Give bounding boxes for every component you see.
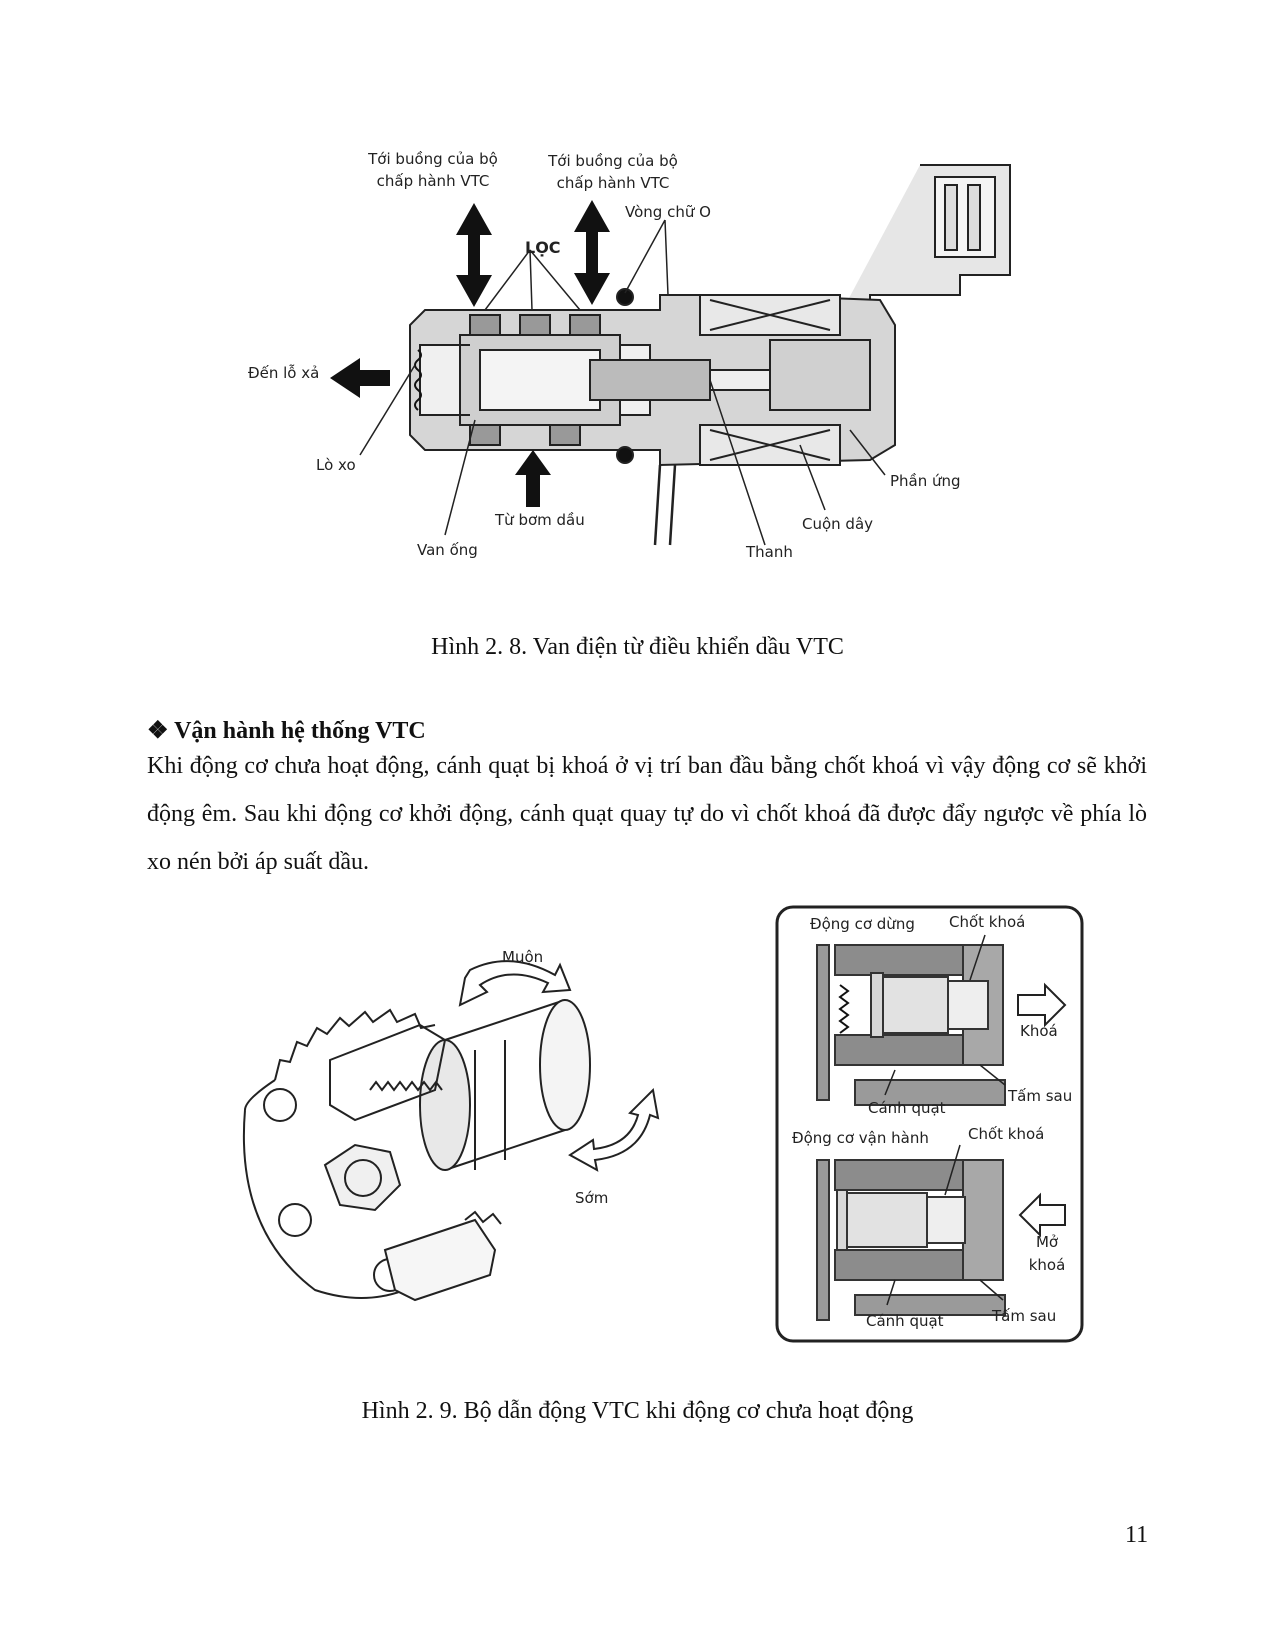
label-rod: Thanh — [746, 543, 793, 561]
label-armature: Phần ứng — [890, 472, 961, 490]
label-engine-stopped: Động cơ dừng — [810, 915, 915, 933]
actuator-illustration — [242, 960, 660, 1302]
label-back-plate-top: Tấm sau — [1008, 1087, 1073, 1105]
label-filter: LỌC — [525, 238, 561, 257]
solenoid-valve-diagram — [330, 164, 1011, 546]
section-heading: ❖ Vận hành hệ thống VTC — [147, 716, 426, 745]
body-paragraph: Khi động cơ chưa hoạt động, cánh quạt bị… — [147, 753, 1147, 875]
label-chamber-right: Tới buồng của bộ chấp hành VTC — [548, 152, 678, 192]
label-lock-pin-top: Chốt khoá — [949, 913, 1026, 931]
label-rotor-bottom: Cánh quạt — [866, 1312, 944, 1330]
label-coil: Cuộn dây — [802, 515, 874, 533]
label-lock-pin-bottom: Chốt khoá — [968, 1125, 1045, 1143]
label-late: Muộn — [502, 948, 544, 966]
label-early: Sớm — [575, 1189, 609, 1207]
label-o-ring: Vòng chữ O — [625, 203, 711, 221]
label-from-pump: Từ bơm dầu — [495, 511, 585, 529]
label-unlock: Mở khoá — [1028, 1233, 1066, 1274]
label-chamber-left: Tới buồng của bộ chấp hành VTC — [368, 150, 498, 190]
label-spring: Lò xo — [316, 456, 356, 474]
page-number: 11 — [1125, 1522, 1149, 1548]
section-heading-text: Vận hành hệ thống VTC — [174, 718, 426, 744]
label-back-plate-bottom: Tấm sau — [992, 1307, 1057, 1325]
bullet-icon: ❖ — [147, 718, 169, 744]
label-drain: Đến lỗ xả — [248, 364, 320, 382]
label-rotor-top: Cánh quạt — [868, 1099, 946, 1117]
figure-caption-2-9: Hình 2. 9. Bộ dẫn động VTC khi động cơ c… — [361, 1398, 914, 1424]
figure-caption-2-8: Hình 2. 8. Van điện từ điều khiển dầu VT… — [431, 634, 844, 660]
lock-pin-panel — [775, 905, 1084, 1343]
label-engine-running: Động cơ vận hành — [792, 1129, 929, 1147]
label-lock: Khoá — [1020, 1022, 1058, 1040]
label-spool-valve: Van ống — [417, 541, 478, 559]
